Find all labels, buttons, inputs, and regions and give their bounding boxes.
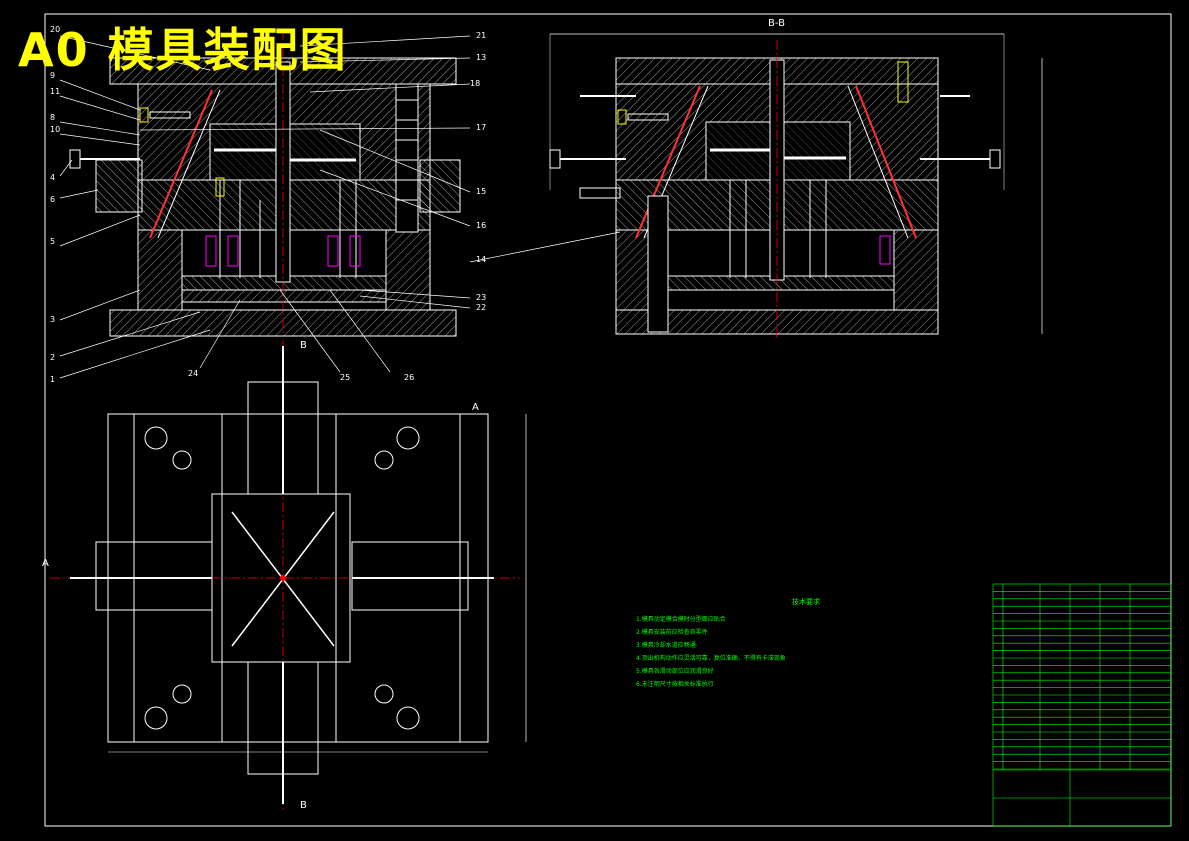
tech-req-item: 3.模具冷却水道应畅通 xyxy=(636,642,696,649)
callout-24: 24 xyxy=(188,369,198,378)
tech-req-item: 2.模具安装前应检查各零件 xyxy=(636,629,708,636)
section-mark-a-left: A xyxy=(42,558,49,569)
bottom-callouts xyxy=(199,289,391,373)
technical-requirements: 技术要求 1.模具动定模合模时分型面应贴合 2.模具安装前应检查各零件 3.模具… xyxy=(636,596,976,691)
callout-13: 13 xyxy=(476,53,486,62)
callout-23: 23 xyxy=(476,293,486,302)
callout-4: 4 xyxy=(50,173,55,182)
drawing-title: A0 模具装配图 xyxy=(18,23,348,77)
tech-req-item: 4.顶出机构动作应灵活可靠，复位准确，不得有卡滞现象 xyxy=(636,655,786,662)
title-block xyxy=(992,583,1172,827)
callout-16: 16 xyxy=(476,221,486,230)
callout-2: 2 xyxy=(50,353,55,362)
drawing-border xyxy=(44,13,1172,827)
callout-11: 11 xyxy=(50,87,60,96)
callout-3: 3 xyxy=(50,315,55,324)
section-mark-b-top: B xyxy=(300,340,307,351)
callout-15: 15 xyxy=(476,187,486,196)
callout-9: 9 xyxy=(50,71,55,80)
callout-18: 18 xyxy=(470,79,480,88)
callout-10: 10 xyxy=(50,125,60,134)
bottom-callout-numbers: 24 25 26 xyxy=(188,369,414,382)
center-callouts xyxy=(139,35,621,309)
left-callouts xyxy=(59,35,211,379)
tech-requirements-title: 技术要求 xyxy=(792,598,820,606)
tech-req-item: 5.模具各滑动部位应润滑良好 xyxy=(636,668,714,675)
callout-6: 6 xyxy=(50,195,55,204)
callout-5: 5 xyxy=(50,237,55,246)
callout-26: 26 xyxy=(404,373,414,382)
bb-section-title: B-B xyxy=(768,18,785,29)
center-callout-numbers: 21 13 18 17 15 16 14 23 22 xyxy=(470,31,486,312)
section-view-a xyxy=(69,30,461,337)
callout-25: 25 xyxy=(340,373,350,382)
left-callout-numbers: 20 9 11 8 10 4 6 5 3 2 1 xyxy=(50,25,60,384)
callout-8: 8 xyxy=(50,113,55,122)
callout-22: 22 xyxy=(476,303,486,312)
callout-14: 14 xyxy=(476,255,486,264)
tech-req-item: 6.未注明尺寸按相关标准执行 xyxy=(636,681,714,688)
plan-view: A A B B xyxy=(42,340,527,811)
section-mark-b-bottom: B xyxy=(300,800,307,811)
section-mark-a-top: A xyxy=(472,402,479,413)
callout-21: 21 xyxy=(476,31,486,40)
callout-17: 17 xyxy=(476,123,486,132)
callout-20: 20 xyxy=(50,25,60,34)
callout-1: 1 xyxy=(50,375,55,384)
tech-req-item: 1.模具动定模合模时分型面应贴合 xyxy=(636,616,726,623)
section-view-b: B-B xyxy=(549,18,1043,340)
